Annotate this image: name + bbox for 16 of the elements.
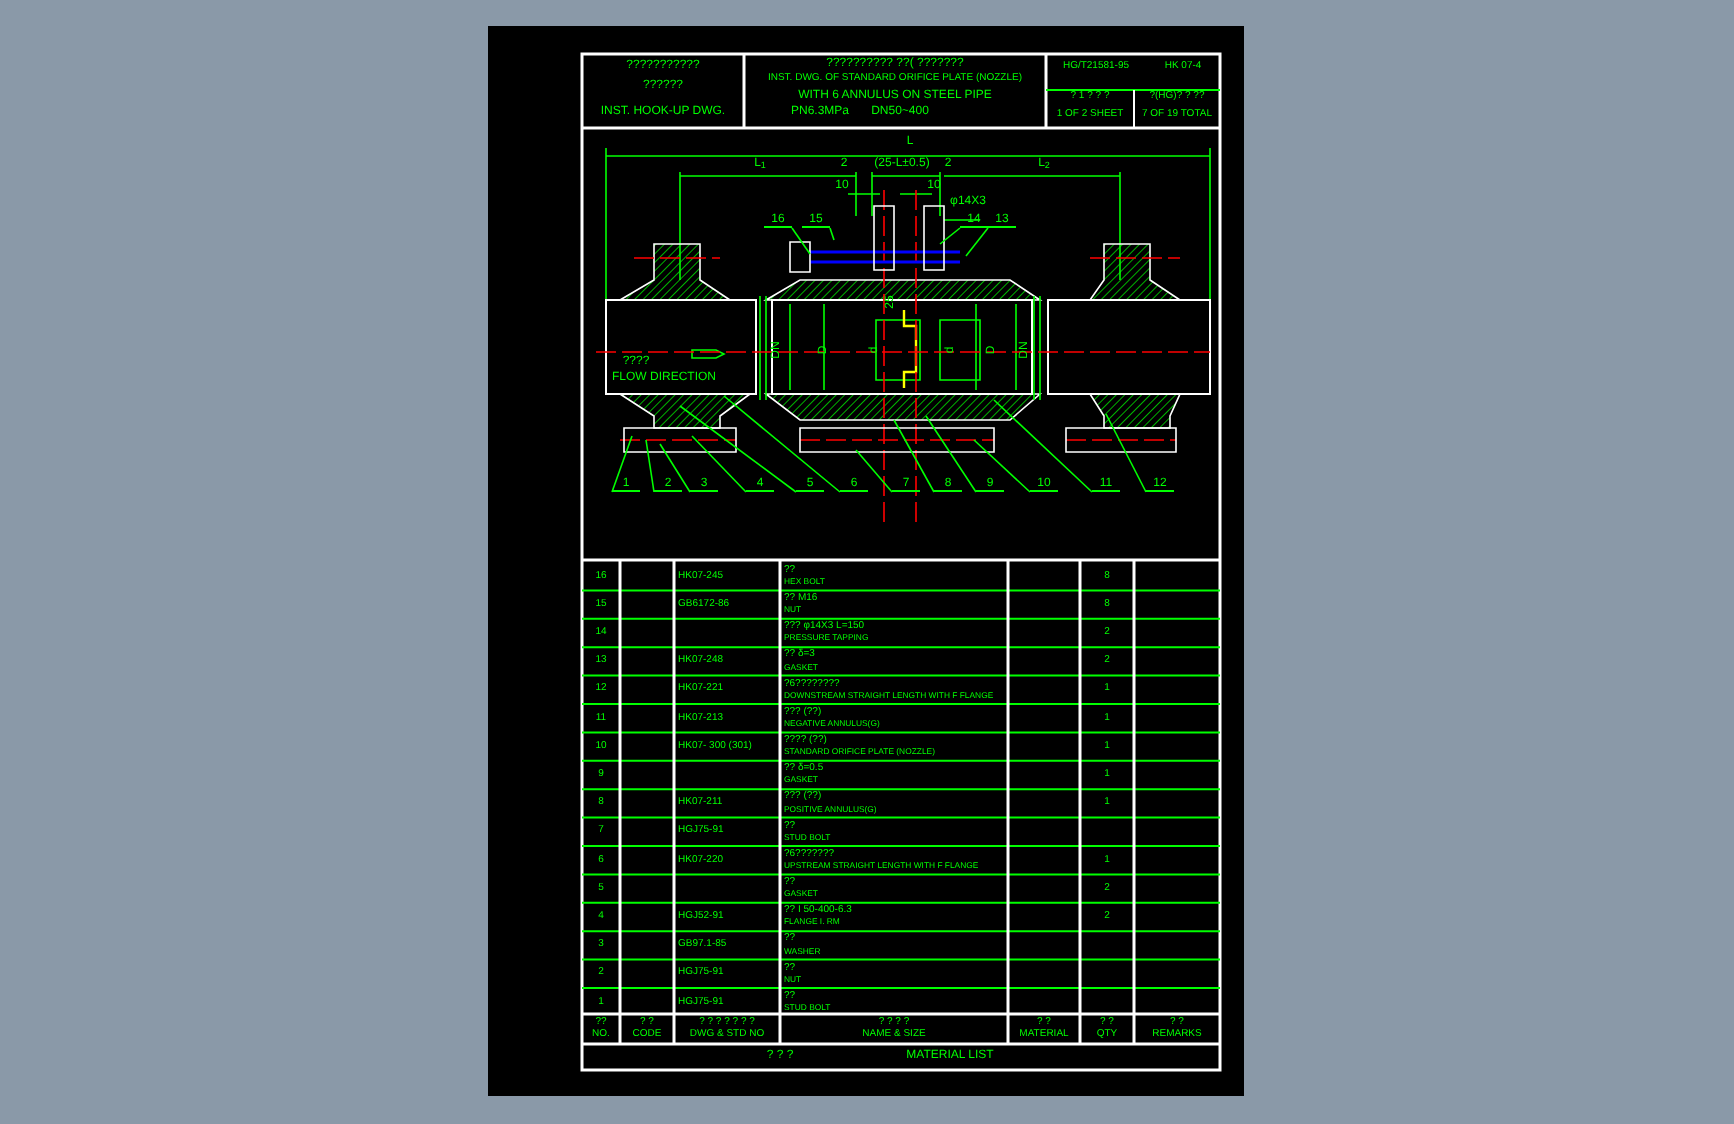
leader-line bbox=[659, 443, 691, 493]
leader-line bbox=[855, 449, 893, 493]
leader-line bbox=[691, 435, 747, 493]
leader-line bbox=[645, 439, 655, 493]
leader-line bbox=[965, 227, 989, 257]
leader-line bbox=[791, 227, 811, 255]
leader-line bbox=[993, 399, 1093, 493]
leader-line bbox=[1105, 413, 1147, 493]
leader-line bbox=[611, 435, 633, 493]
leader-line bbox=[939, 227, 961, 245]
leader-line bbox=[723, 395, 841, 493]
leader-line bbox=[893, 419, 935, 493]
leader-line bbox=[829, 227, 835, 241]
leader-line bbox=[679, 405, 797, 493]
leader-line bbox=[925, 415, 977, 493]
leader-line bbox=[973, 439, 1031, 493]
